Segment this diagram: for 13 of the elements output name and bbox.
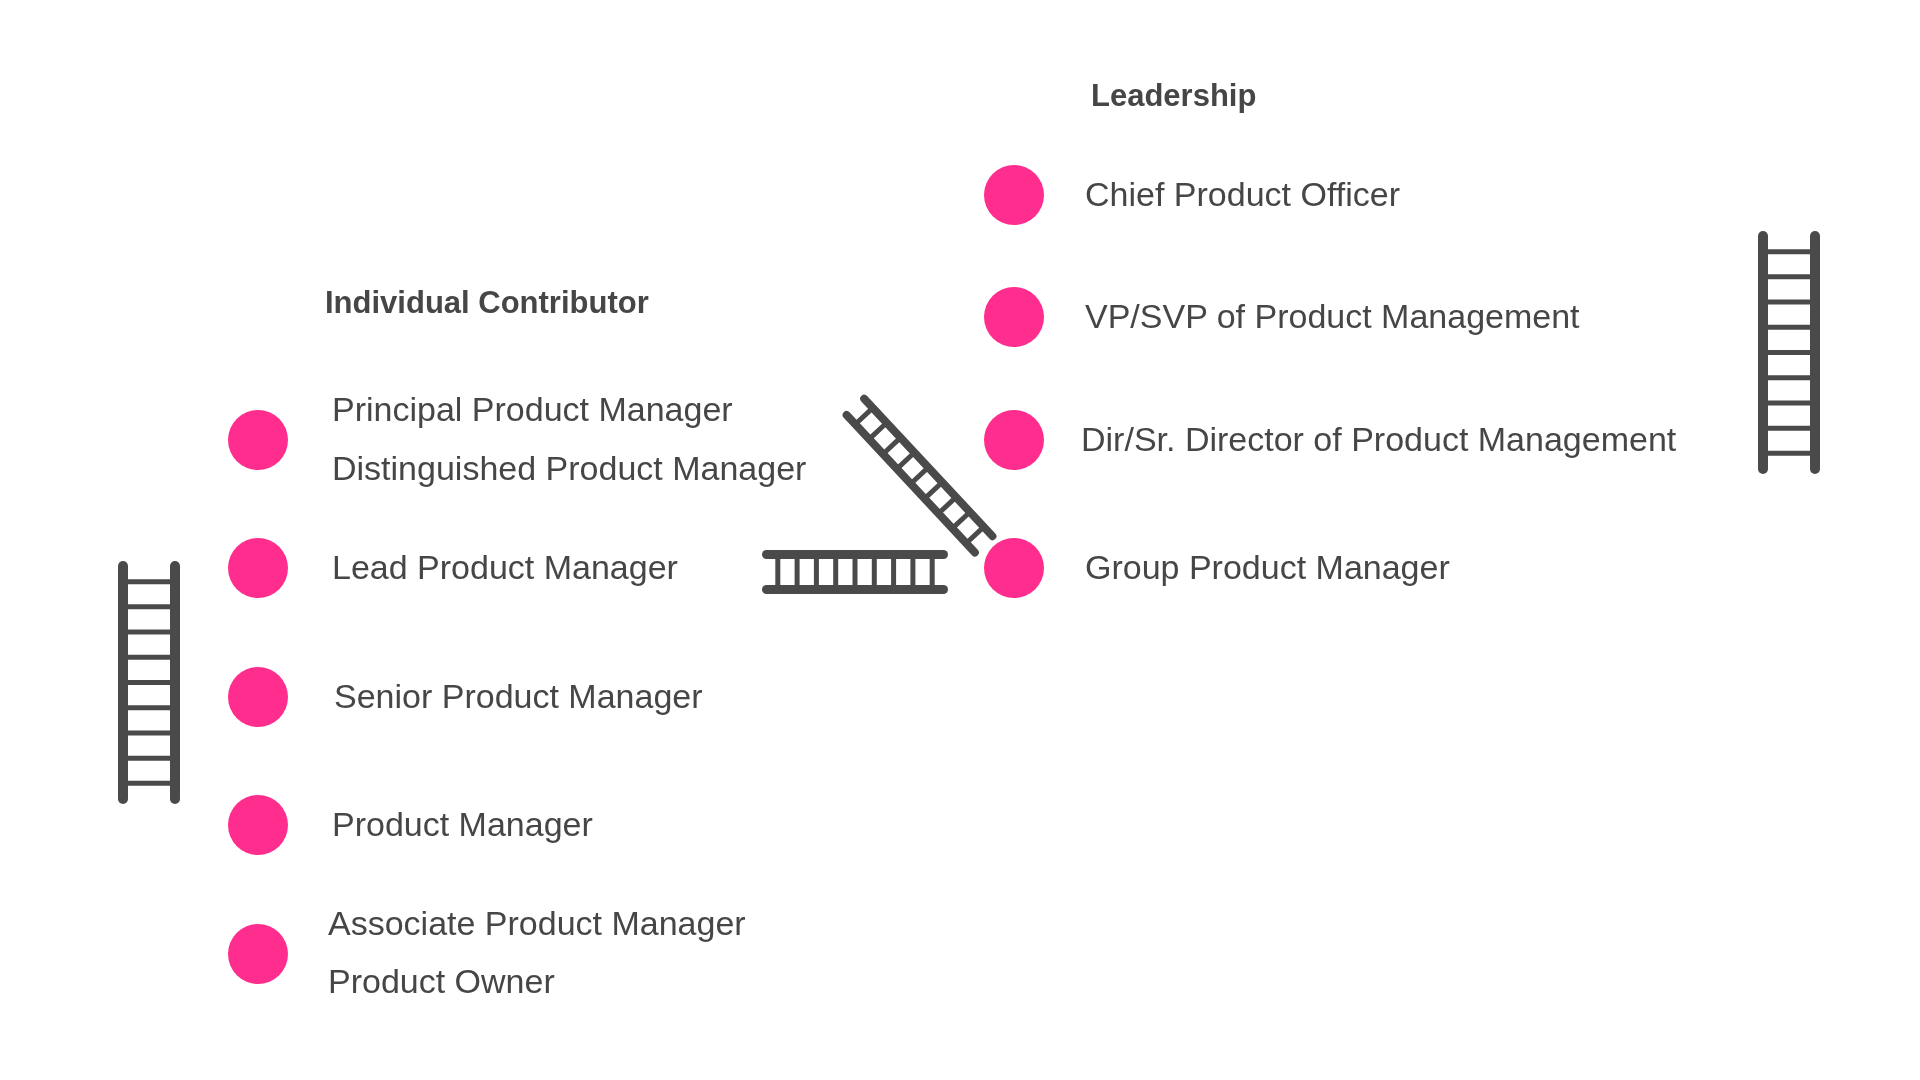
job-title: Lead Product Manager [332,548,678,588]
job-title: Associate Product Manager [328,904,746,944]
job-title: Chief Product Officer [1085,175,1400,215]
job-title: Dir/Sr. Director of Product Management [1081,420,1677,460]
job-title: Principal Product Manager [332,390,733,430]
job-title: Group Product Manager [1085,548,1450,588]
job-title: Distinguished Product Manager [332,449,807,489]
job-title: Senior Product Manager [334,677,703,717]
job-title: VP/SVP of Product Management [1085,297,1580,337]
column-heading: Leadership [1091,78,1257,114]
column-heading: Individual Contributor [325,285,649,321]
job-title: Product Manager [332,805,593,845]
job-title: Product Owner [328,962,555,1002]
